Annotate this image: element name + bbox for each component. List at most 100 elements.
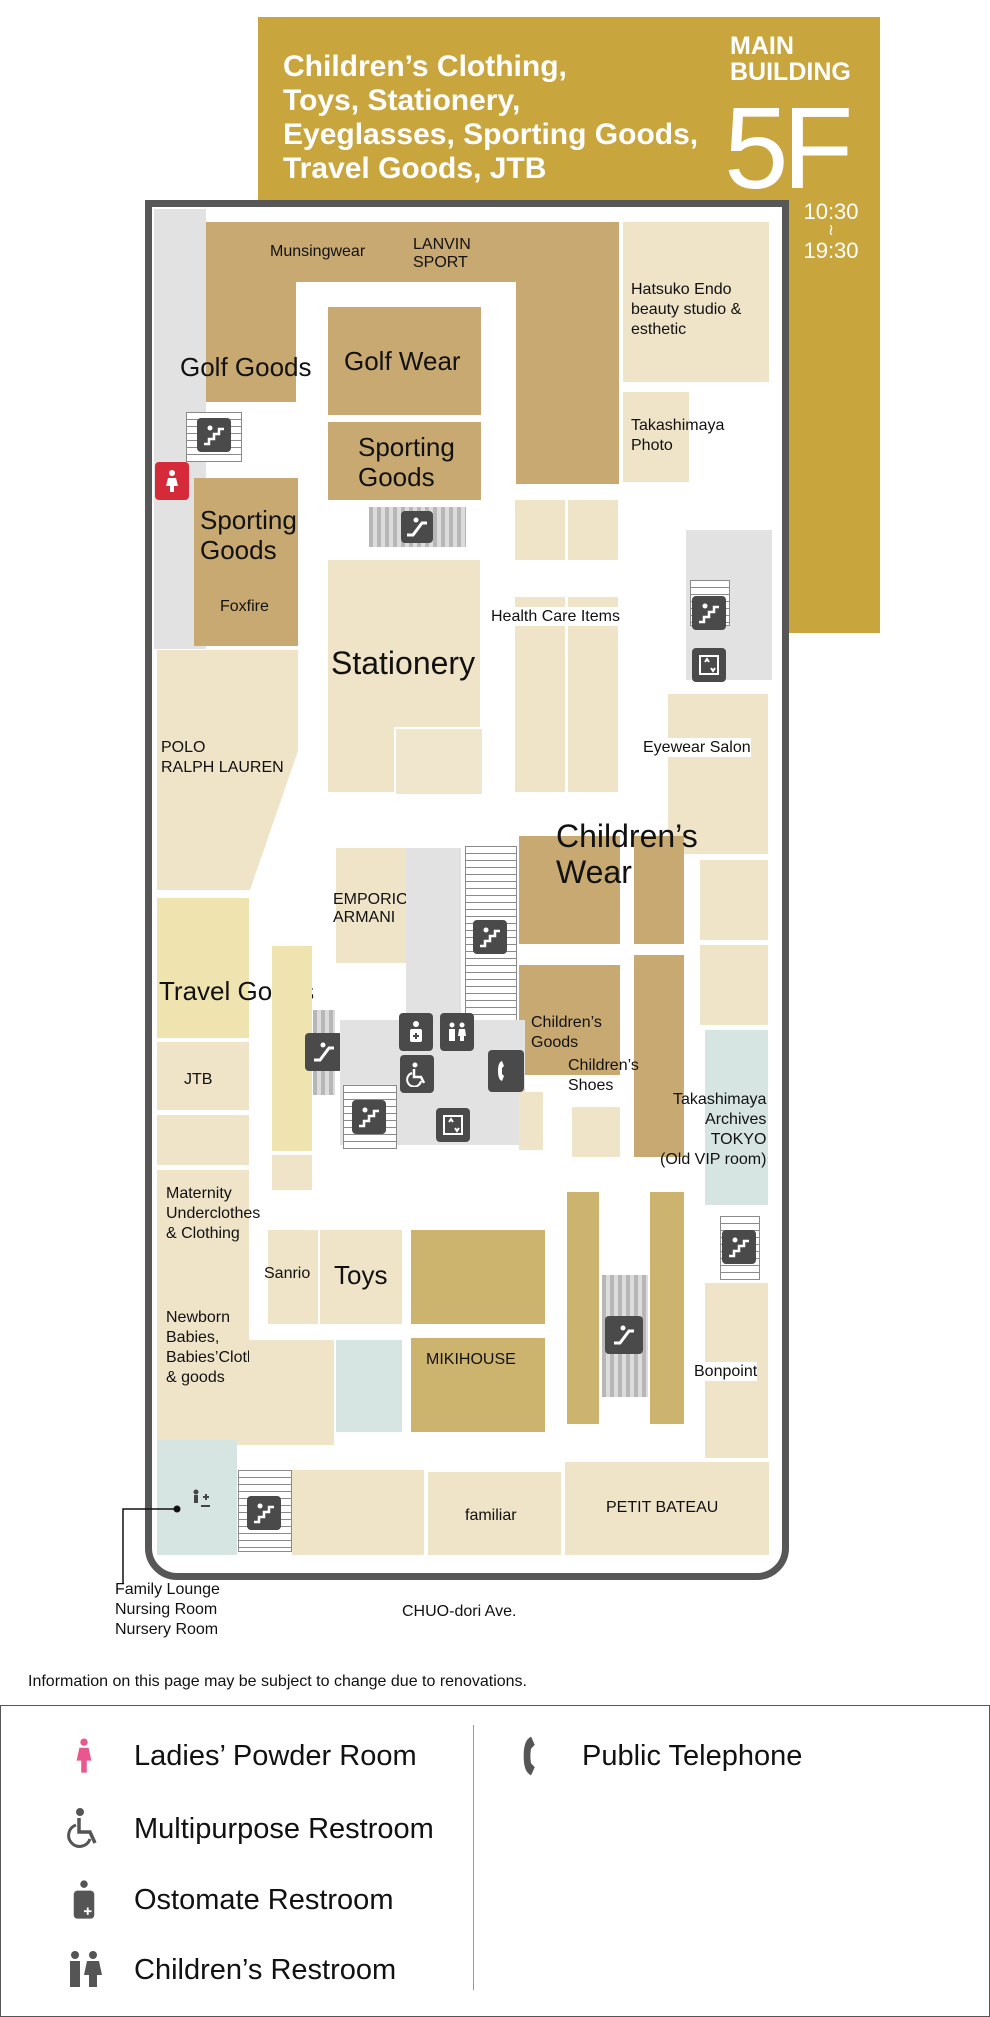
store-golf-goods-block [206, 222, 296, 402]
label-takashimaya-photo: Takashimaya Photo [631, 417, 725, 454]
ladies-restroom-icon [64, 1732, 104, 1780]
label-sanrio: Sanrio [264, 1265, 311, 1282]
store-cell-1 [515, 500, 565, 560]
store-sanrio [268, 1230, 318, 1324]
stairs-icon [692, 596, 726, 630]
label-munsingwear: Munsingwear [270, 243, 366, 260]
label-takashimaya-archives: Takashimaya Archives TOKYO (Old VIP room… [660, 1091, 767, 1168]
store-travel-goods [157, 898, 249, 1038]
label-stationery: Stationery [331, 645, 476, 681]
store-golf-wear [328, 307, 481, 415]
telephone-icon [512, 1732, 552, 1780]
store-cell-2 [568, 500, 618, 560]
ladies-restroom-icon[interactable] [155, 462, 189, 500]
store-maternity-newborn [157, 1170, 249, 1445]
label-golf-goods: Golf Goods [180, 352, 312, 382]
ostomate-restroom-icon[interactable] [399, 1013, 433, 1051]
store-sporting-goods-top [328, 422, 481, 500]
childrens-restroom-icon [64, 1946, 104, 1994]
area-archives [705, 1030, 768, 1205]
store-cell-7 [519, 1092, 543, 1150]
store-cell-6 [157, 1115, 249, 1165]
legend-ladies-powder-room: Ladies’ Powder Room [64, 1732, 417, 1780]
legend-multipurpose-restroom: Multipurpose Restroom [64, 1805, 434, 1853]
store-toys-b [411, 1230, 545, 1324]
label-street: CHUO-dori Ave. [402, 1603, 517, 1620]
nursing-icon [184, 1482, 218, 1516]
escalator-icon [605, 1316, 643, 1354]
label-family-lounge: Family Lounge Nursing Room Nursery Room [115, 1581, 220, 1638]
family-lounge-callout-line [122, 1505, 181, 1584]
stationery-sub [394, 727, 482, 794]
store-emporio-armani [336, 848, 406, 963]
label-sporting-goods-top: Sporting Goods [358, 432, 455, 492]
label-mikihouse: MIKIHOUSE [426, 1351, 516, 1368]
label-bonpoint: Bonpoint [694, 1362, 758, 1381]
elevator-icon [436, 1108, 470, 1142]
store-column-a [567, 1192, 599, 1424]
label-emporio-armani: EMPORIO ARMANI [333, 891, 409, 926]
legend-childrens-restroom: Children’s Restroom [64, 1946, 396, 1994]
store-petit-bateau [565, 1462, 769, 1555]
stairs-icon [722, 1230, 756, 1264]
legend-ostomate-restroom: Ostomate Restroom [64, 1876, 393, 1924]
escalator-icon [401, 511, 433, 543]
label-maternity: Maternity Underclothes & Clothing [166, 1185, 261, 1242]
store-toys [320, 1230, 402, 1324]
store-newborn-b [249, 1340, 334, 1445]
opening-hours: 10:30 ≀ 19:30 [803, 199, 859, 263]
escalator-icon [305, 1033, 343, 1071]
label-childrens-goods: Children’s Goods [531, 1014, 602, 1051]
store-childrens-goods [519, 965, 620, 1075]
floor-number: 5F [724, 83, 853, 213]
telephone-icon[interactable] [488, 1050, 524, 1092]
stairs-icon [473, 920, 507, 954]
store-hatsuko-endo [623, 222, 769, 382]
multipurpose-restroom-icon[interactable] [400, 1055, 434, 1093]
multipurpose-restroom-icon [64, 1805, 104, 1853]
elevator-icon [692, 648, 726, 682]
label-lanvin-sport: LANVIN SPORT [413, 236, 471, 271]
store-cell-8 [572, 1107, 620, 1157]
ostomate-restroom-icon [64, 1876, 104, 1924]
store-sporting-goods-left [194, 478, 298, 646]
store-health-b [568, 597, 618, 792]
store-childrens-shoes [634, 955, 684, 1157]
store-familiar [428, 1472, 561, 1555]
area-teal-center [336, 1340, 402, 1432]
stairs-icon [247, 1496, 281, 1530]
legend-public-telephone: Public Telephone [512, 1732, 802, 1780]
childrens-restroom-icon[interactable] [440, 1013, 474, 1051]
label-sporting-goods-left: Sporting Goods [200, 505, 297, 565]
store-jtb [157, 1042, 249, 1110]
legend-divider [473, 1725, 474, 1990]
label-health-care: Health Care Items [491, 607, 620, 626]
label-childrens-shoes: Children’s Shoes [568, 1057, 639, 1094]
store-takashimaya-photo [623, 392, 689, 482]
store-childrens-wear-b [634, 836, 684, 944]
label-petit-bateau: PETIT BATEAU [606, 1499, 719, 1516]
store-mikihouse [411, 1338, 545, 1432]
store-cell-3 [700, 860, 768, 940]
label-familiar: familiar [465, 1507, 517, 1524]
label-toys: Toys [334, 1260, 388, 1290]
label-childrens-wear: Children’s Wear [556, 818, 698, 890]
label-jtb: JTB [184, 1071, 213, 1088]
store-lanvin-sport-block [516, 222, 619, 484]
label-foxfire: Foxfire [220, 598, 269, 615]
store-bottom-a [292, 1470, 424, 1555]
stairs-icon [352, 1100, 386, 1134]
label-eyewear-salon: Eyewear Salon [643, 738, 751, 757]
floor-categories-title: Children’s Clothing, Toys, Stationery, E… [283, 50, 699, 185]
store-eyewear-salon [668, 694, 768, 854]
label-golf-wear: Golf Wear [344, 346, 461, 376]
building-name: MAIN BUILDING [730, 32, 851, 86]
label-hatsuko-endo: Hatsuko Endo beauty studio & esthetic [631, 281, 742, 338]
store-childrens-wear [519, 836, 620, 944]
stairs-icon [197, 418, 231, 452]
label-polo-ralph-lauren: POLO RALPH LAUREN [161, 739, 284, 776]
store-cell-5 [272, 1155, 312, 1190]
store-column-b [650, 1192, 684, 1424]
renovation-notice: Information on this page may be subject … [28, 1673, 527, 1690]
store-cell-4 [700, 945, 768, 1025]
